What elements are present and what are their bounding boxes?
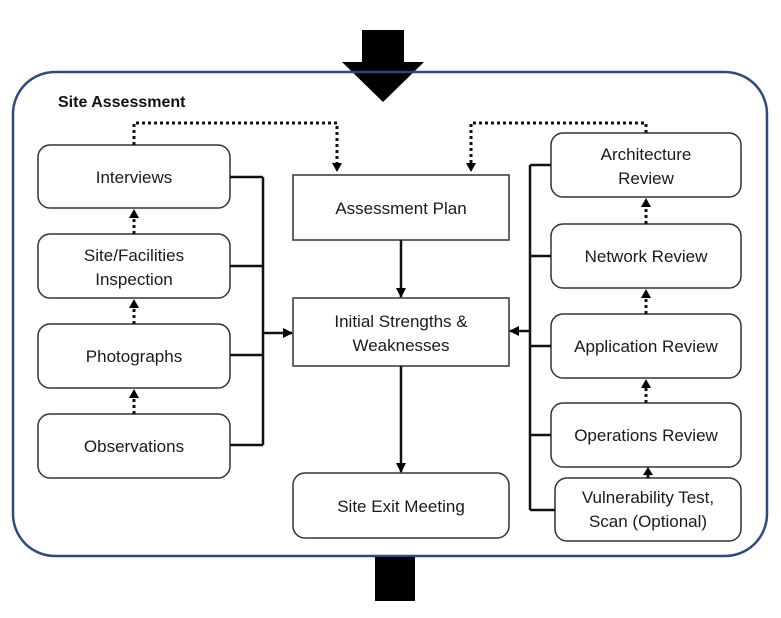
interviews-label: Interviews	[96, 168, 173, 187]
site-exit-label: Site Exit Meeting	[337, 497, 465, 516]
architecture-label-line2: Review	[618, 169, 674, 188]
node-network-review: Network Review	[550, 223, 742, 289]
dotted-link-arrowhead-right	[466, 163, 476, 172]
architecture-label-line1: Architecture	[601, 145, 692, 164]
outgoing-arrow-stem	[375, 557, 415, 601]
frame-title: Site Assessment	[58, 94, 186, 111]
node-architecture-review: Architecture Review	[550, 132, 742, 198]
node-assessment-plan: Assessment Plan	[292, 174, 510, 241]
left-bracket-connector	[230, 175, 293, 447]
right-dotted-arrows	[644, 207, 650, 478]
node-application-review: Application Review	[550, 313, 742, 379]
node-site-facilities-inspection: Site/Facilities Inspection	[37, 233, 231, 299]
network-review-label: Network Review	[585, 247, 709, 266]
site-facilities-label-line2: Inspection	[95, 270, 173, 289]
site-facilities-label-line1: Site/Facilities	[84, 246, 184, 265]
application-review-label: Application Review	[574, 337, 718, 356]
observations-label: Observations	[84, 437, 184, 456]
initial-label-line1: Initial Strengths &	[334, 312, 468, 331]
node-operations-review: Operations Review	[550, 402, 742, 468]
node-site-exit-meeting: Site Exit Meeting	[292, 472, 510, 539]
initial-label-line2: Weaknesses	[352, 336, 449, 355]
node-observations: Observations	[37, 413, 231, 479]
operations-review-label: Operations Review	[574, 426, 718, 445]
vulnerability-label-line2: Scan (Optional)	[589, 512, 707, 531]
right-bracket-connector	[509, 163, 555, 512]
node-initial-strengths-weaknesses: Initial Strengths & Weaknesses	[292, 297, 510, 367]
photographs-label: Photographs	[86, 347, 182, 366]
vulnerability-label-line1: Vulnerability Test,	[582, 488, 714, 507]
assessment-plan-label: Assessment Plan	[335, 199, 466, 218]
node-interviews: Interviews	[37, 144, 231, 209]
dotted-link-arrowhead-left	[332, 163, 342, 172]
right-dotted-arrowheads	[641, 198, 653, 475]
node-vulnerability-test-scan: Vulnerability Test, Scan (Optional)	[554, 477, 742, 542]
dotted-link-architecture-to-plan	[469, 121, 648, 163]
node-photographs: Photographs	[37, 323, 231, 389]
site-assessment-frame	[11, 70, 769, 558]
left-dotted-arrowheads	[129, 209, 139, 398]
incoming-arrow-icon	[342, 30, 424, 102]
